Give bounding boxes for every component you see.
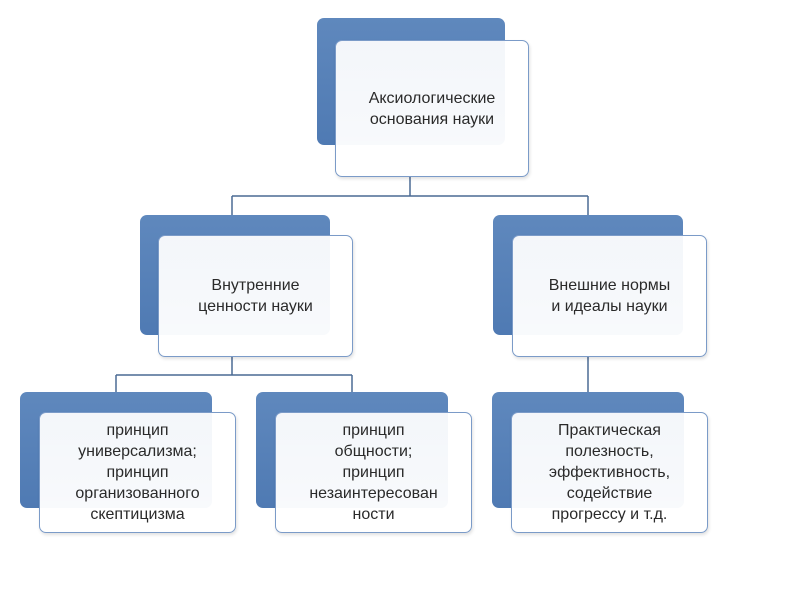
node-label: Внешние нормы и идеалы науки xyxy=(548,277,671,315)
node-internal-values: Внутренние ценности науки xyxy=(140,215,356,361)
node-axiological-foundations: Аксиологические основания науки xyxy=(317,18,531,180)
node-label: Внутренние ценности науки xyxy=(198,277,313,315)
node-label: принцип универсализма; принцип организов… xyxy=(75,422,200,523)
node-label: принцип общности; принцип незаинтересова… xyxy=(309,422,438,523)
node-card: Внешние нормы и идеалы науки xyxy=(512,235,707,357)
node-commonality-principle: принцип общности; принцип незаинтересова… xyxy=(256,392,476,537)
node-universalism-principle: принцип универсализма; принцип организов… xyxy=(20,392,240,537)
node-practical-utility: Практическая полезность, эффективность, … xyxy=(492,392,712,537)
node-card: Аксиологические основания науки xyxy=(335,40,529,177)
node-card: Внутренние ценности науки xyxy=(158,235,353,357)
node-card: принцип общности; принцип незаинтересова… xyxy=(275,412,472,533)
node-external-norms: Внешние нормы и идеалы науки xyxy=(493,215,709,361)
node-label: Аксиологические основания науки xyxy=(368,89,496,128)
node-card: принцип универсализма; принцип организов… xyxy=(39,412,236,533)
node-label: Практическая полезность, эффективность, … xyxy=(548,422,671,523)
node-card: Практическая полезность, эффективность, … xyxy=(511,412,708,533)
